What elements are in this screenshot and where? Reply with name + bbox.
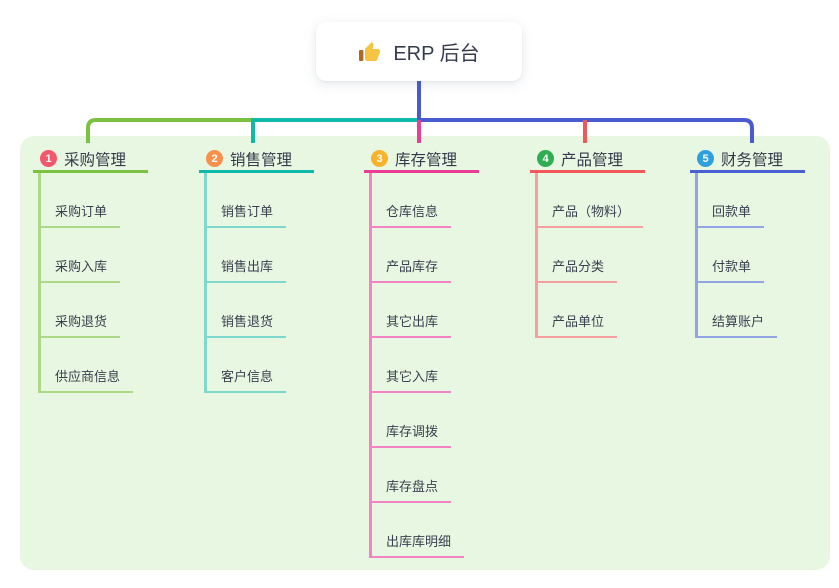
branch-finance: 5 财务管理 回款单 付款单 结算账户	[690, 147, 805, 338]
branch-children: 仓库信息 产品库存 其它出库 其它入库 库存调拨 库存盘点 出库库明细	[364, 173, 479, 558]
badge-number-2: 2	[206, 150, 223, 167]
child-node[interactable]: 销售退货	[204, 283, 314, 338]
child-label: 其它入库	[369, 366, 452, 393]
branch-label: 产品管理	[561, 151, 624, 169]
branch-label: 财务管理	[721, 151, 784, 169]
badge-number-1: 1	[40, 150, 57, 167]
root-node[interactable]: ERP 后台	[316, 22, 522, 81]
branch-label: 采购管理	[64, 151, 127, 169]
child-label: 库存盘点	[369, 476, 452, 503]
child-node[interactable]: 采购订单	[38, 173, 148, 228]
root-label: ERP 后台	[393, 43, 480, 65]
child-label: 结算账户	[695, 311, 778, 338]
badge-number-3: 3	[371, 150, 388, 167]
child-label: 产品（物料）	[535, 201, 644, 228]
child-label: 产品单位	[535, 311, 618, 338]
branch-child-line	[38, 173, 41, 393]
child-label: 产品分类	[535, 256, 618, 283]
badge-number-5: 5	[697, 150, 714, 167]
branch-child-line	[695, 173, 698, 338]
branch-header[interactable]: 1 采购管理	[33, 147, 148, 173]
child-node[interactable]: 客户信息	[204, 338, 314, 393]
child-node[interactable]: 供应商信息	[38, 338, 148, 393]
child-label: 库存调拨	[369, 421, 452, 448]
branch-children: 采购订单 采购入库 采购退货 供应商信息	[33, 173, 148, 393]
child-label: 销售退货	[204, 311, 287, 338]
child-label: 回款单	[695, 201, 765, 228]
child-label: 仓库信息	[369, 201, 452, 228]
child-node[interactable]: 采购退货	[38, 283, 148, 338]
branch-header[interactable]: 2 销售管理	[199, 147, 314, 173]
branch-label: 销售管理	[230, 151, 293, 169]
child-node[interactable]: 产品库存	[369, 228, 479, 283]
child-label: 付款单	[695, 256, 765, 283]
child-node[interactable]: 销售出库	[204, 228, 314, 283]
child-node[interactable]: 销售订单	[204, 173, 314, 228]
connector-root-and-branch-5	[417, 81, 754, 143]
child-node[interactable]: 其它入库	[369, 338, 479, 393]
child-label: 采购订单	[38, 201, 121, 228]
branch-child-line	[535, 173, 538, 338]
child-label: 采购入库	[38, 256, 121, 283]
branch-children: 销售订单 销售出库 销售退货 客户信息	[199, 173, 314, 393]
child-node[interactable]: 付款单	[695, 228, 805, 283]
child-label: 客户信息	[204, 366, 287, 393]
child-label: 采购退货	[38, 311, 121, 338]
branch-children: 产品（物料） 产品分类 产品单位	[530, 173, 645, 338]
branch-child-line	[369, 173, 372, 558]
child-node[interactable]: 结算账户	[695, 283, 805, 338]
branch-purchase: 1 采购管理 采购订单 采购入库 采购退货 供应商信息	[33, 147, 148, 393]
child-label: 销售订单	[204, 201, 287, 228]
child-node[interactable]: 仓库信息	[369, 173, 479, 228]
branch-sales: 2 销售管理 销售订单 销售出库 销售退货 客户信息	[199, 147, 314, 393]
child-node[interactable]: 回款单	[695, 173, 805, 228]
branch-header[interactable]: 3 库存管理	[364, 147, 479, 173]
branch-child-line	[204, 173, 207, 393]
child-node[interactable]: 产品单位	[535, 283, 645, 338]
branch-header[interactable]: 5 财务管理	[690, 147, 805, 173]
thumbs-up-icon	[358, 40, 382, 64]
child-node[interactable]: 产品分类	[535, 228, 645, 283]
child-label: 出库库明细	[369, 531, 465, 558]
child-node[interactable]: 采购入库	[38, 228, 148, 283]
branch-inventory: 3 库存管理 仓库信息 产品库存 其它出库 其它入库 库存调拨 库存盘点 出库库…	[364, 147, 479, 558]
branch-header[interactable]: 4 产品管理	[530, 147, 645, 173]
child-node[interactable]: 其它出库	[369, 283, 479, 338]
child-label: 供应商信息	[38, 366, 134, 393]
branch-product: 4 产品管理 产品（物料） 产品分类 产品单位	[530, 147, 645, 338]
child-node[interactable]: 库存盘点	[369, 448, 479, 503]
child-node[interactable]: 出库库明细	[369, 503, 479, 558]
child-node[interactable]: 库存调拨	[369, 393, 479, 448]
child-label: 产品库存	[369, 256, 452, 283]
badge-number-4: 4	[537, 150, 554, 167]
child-label: 其它出库	[369, 311, 452, 338]
branch-children: 回款单 付款单 结算账户	[690, 173, 805, 338]
child-node[interactable]: 产品（物料）	[535, 173, 645, 228]
child-label: 销售出库	[204, 256, 287, 283]
branch-label: 库存管理	[395, 151, 458, 169]
